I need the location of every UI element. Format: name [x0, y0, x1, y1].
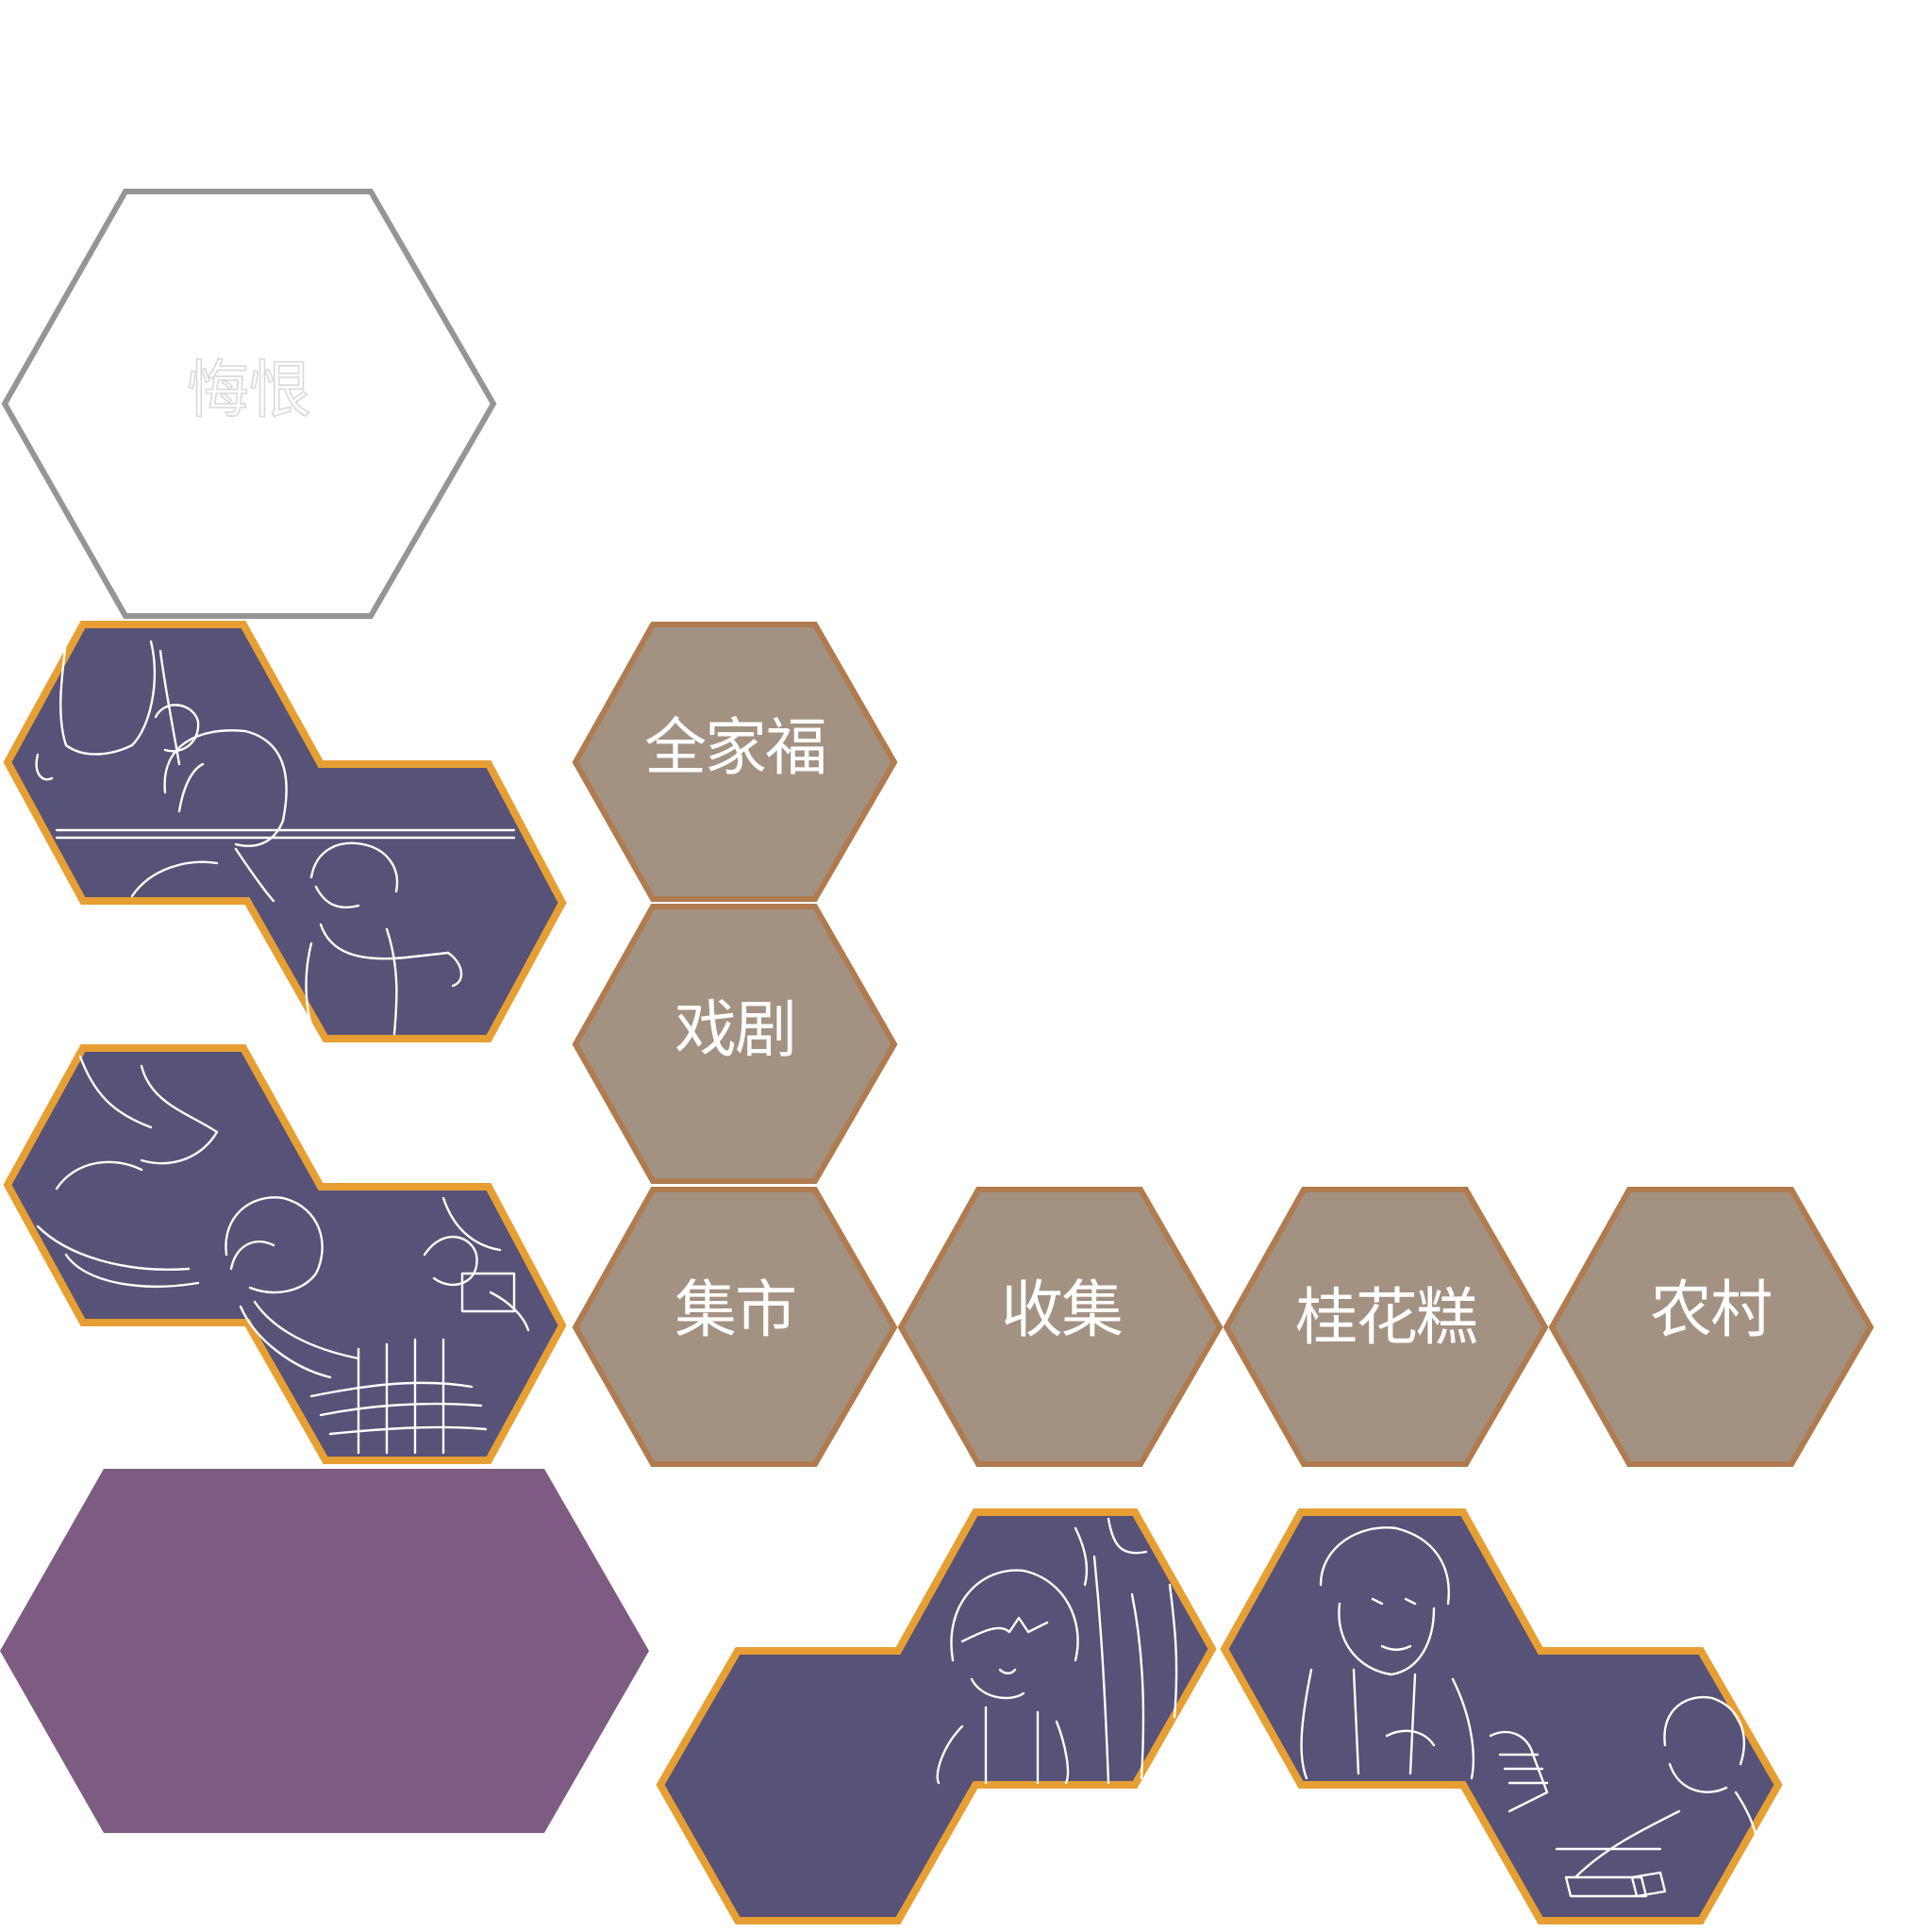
hex-label-theater: 戏剧 — [675, 993, 795, 1066]
illustration-tile-elder-child[interactable] — [1220, 1508, 1783, 1924]
illustration-frame — [1220, 1508, 1783, 1924]
hex-tile-shape — [1223, 1187, 1549, 1467]
hex-outline-regret[interactable]: 悔恨 — [1, 189, 497, 619]
hex-label-family-photo: 全家福 — [644, 711, 825, 784]
hex-tile-family-photo[interactable]: 全家福 — [572, 622, 898, 902]
illustration-frame — [656, 1508, 1217, 1924]
hex-tile-osmanthus-cake[interactable]: 桂花糕 — [1223, 1187, 1549, 1467]
hex-label-collect: 收集 — [1001, 1274, 1122, 1346]
hex-tile-theater[interactable]: 戏剧 — [572, 904, 898, 1184]
hex-tile-shape — [572, 904, 898, 1184]
hex-label-market: 集市 — [675, 1274, 795, 1346]
illustration-frame — [3, 1044, 567, 1464]
hex-tile-countryside[interactable]: 农村 — [1548, 1187, 1874, 1467]
hex-solid-purple[interactable] — [0, 1469, 649, 1833]
hex-outline-shape — [1, 189, 497, 619]
illustration-frame — [3, 621, 567, 1042]
hex-label-countryside: 农村 — [1650, 1274, 1771, 1346]
hex-tile-collect[interactable]: 收集 — [897, 1187, 1224, 1467]
hex-tile-shape — [572, 1187, 898, 1467]
illustration-tile-child-adult[interactable] — [656, 1508, 1217, 1924]
hex-tile-shape — [572, 622, 898, 902]
hex-tile-shape — [897, 1187, 1224, 1467]
hex-tile-market[interactable]: 集市 — [572, 1187, 898, 1467]
hex-label-regret: 悔恨 — [187, 354, 311, 426]
family-hug-sketch — [35, 640, 516, 1038]
hex-label-osmanthus-cake: 桂花糕 — [1295, 1281, 1476, 1354]
illustration-tile-family-hug[interactable] — [3, 621, 567, 1042]
hex-tile-shape — [1548, 1187, 1874, 1467]
illustration-tile-weaving[interactable] — [3, 1044, 567, 1464]
elder-child-sketch — [1300, 1526, 1760, 1898]
child-adult-sketch — [936, 1517, 1178, 1785]
weaving-sketch — [36, 1055, 530, 1455]
